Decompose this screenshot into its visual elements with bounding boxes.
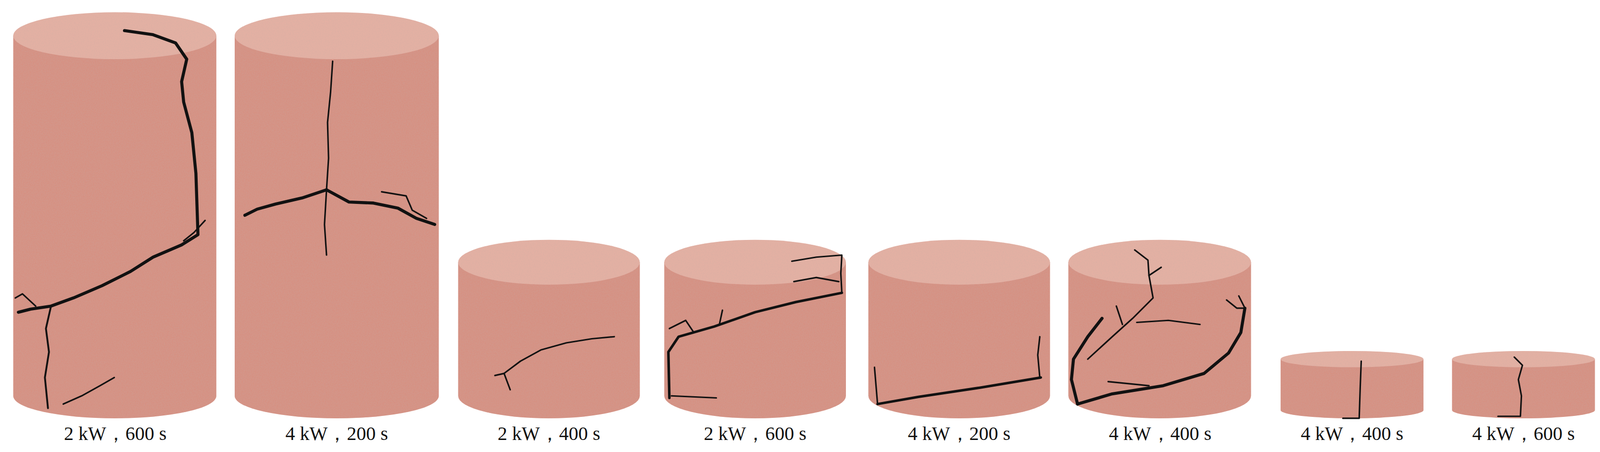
crack-line <box>326 61 333 190</box>
crack-line <box>324 189 327 256</box>
crack-line <box>15 293 36 306</box>
crack-line <box>1108 381 1149 386</box>
crack-line <box>503 373 511 391</box>
crack-line <box>1071 318 1103 404</box>
specimen-label: 2 kW，600 s <box>63 423 167 445</box>
rock-specimen <box>1451 351 1595 419</box>
specimen-label: 4 kW，400 s <box>1108 423 1212 445</box>
crack-line <box>44 306 51 409</box>
crack-line <box>1498 357 1523 417</box>
specimen-label: 4 kW，400 s <box>1300 423 1404 445</box>
crack-line <box>668 292 843 399</box>
crack-line <box>63 377 115 404</box>
crack-line <box>719 310 723 325</box>
rock-specimen <box>868 239 1051 419</box>
crack-line <box>793 277 839 282</box>
crack-line <box>1077 308 1246 404</box>
crack-line <box>877 377 1041 404</box>
specimen-label: 4 kW，200 s <box>907 423 1011 445</box>
crack-line <box>1148 267 1161 276</box>
crack-line <box>792 254 843 293</box>
crack-line <box>244 189 327 216</box>
specimen-label: 2 kW，400 s <box>497 423 601 445</box>
crack-line <box>381 191 427 219</box>
rock-specimen <box>664 239 846 419</box>
rock-specimen <box>13 12 217 418</box>
specimen-label: 2 kW，600 s <box>703 423 807 445</box>
specimen-label: 4 kW，200 s <box>285 423 389 445</box>
crack-line <box>503 336 615 374</box>
crack-line <box>1136 320 1201 325</box>
crack-line <box>326 189 435 225</box>
crack-line <box>183 220 206 241</box>
crack-line <box>18 30 198 313</box>
crack-line <box>671 395 717 398</box>
rock-specimen <box>1280 351 1424 419</box>
crack-line <box>1037 336 1040 378</box>
crack-line <box>669 320 694 333</box>
crack-line <box>874 367 878 404</box>
crack-line <box>494 373 504 376</box>
crack-line <box>1226 295 1245 308</box>
specimen-label: 4 kW，600 s <box>1472 423 1575 445</box>
rock-specimen <box>458 239 641 419</box>
crack-line <box>1087 250 1154 360</box>
crack-line <box>1116 306 1123 325</box>
rock-specimen <box>234 12 439 418</box>
crack-line <box>1342 361 1361 419</box>
rock-specimen <box>1068 239 1252 419</box>
